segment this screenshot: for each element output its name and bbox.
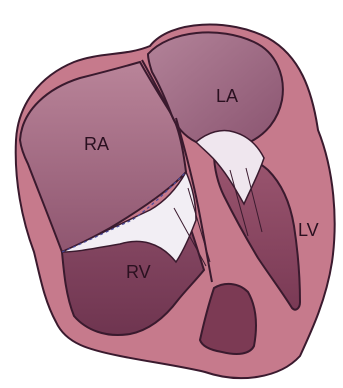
- label-la: LA: [216, 86, 238, 106]
- label-ra: RA: [84, 134, 109, 154]
- label-lv: LV: [298, 220, 319, 240]
- label-rv: RV: [126, 262, 151, 282]
